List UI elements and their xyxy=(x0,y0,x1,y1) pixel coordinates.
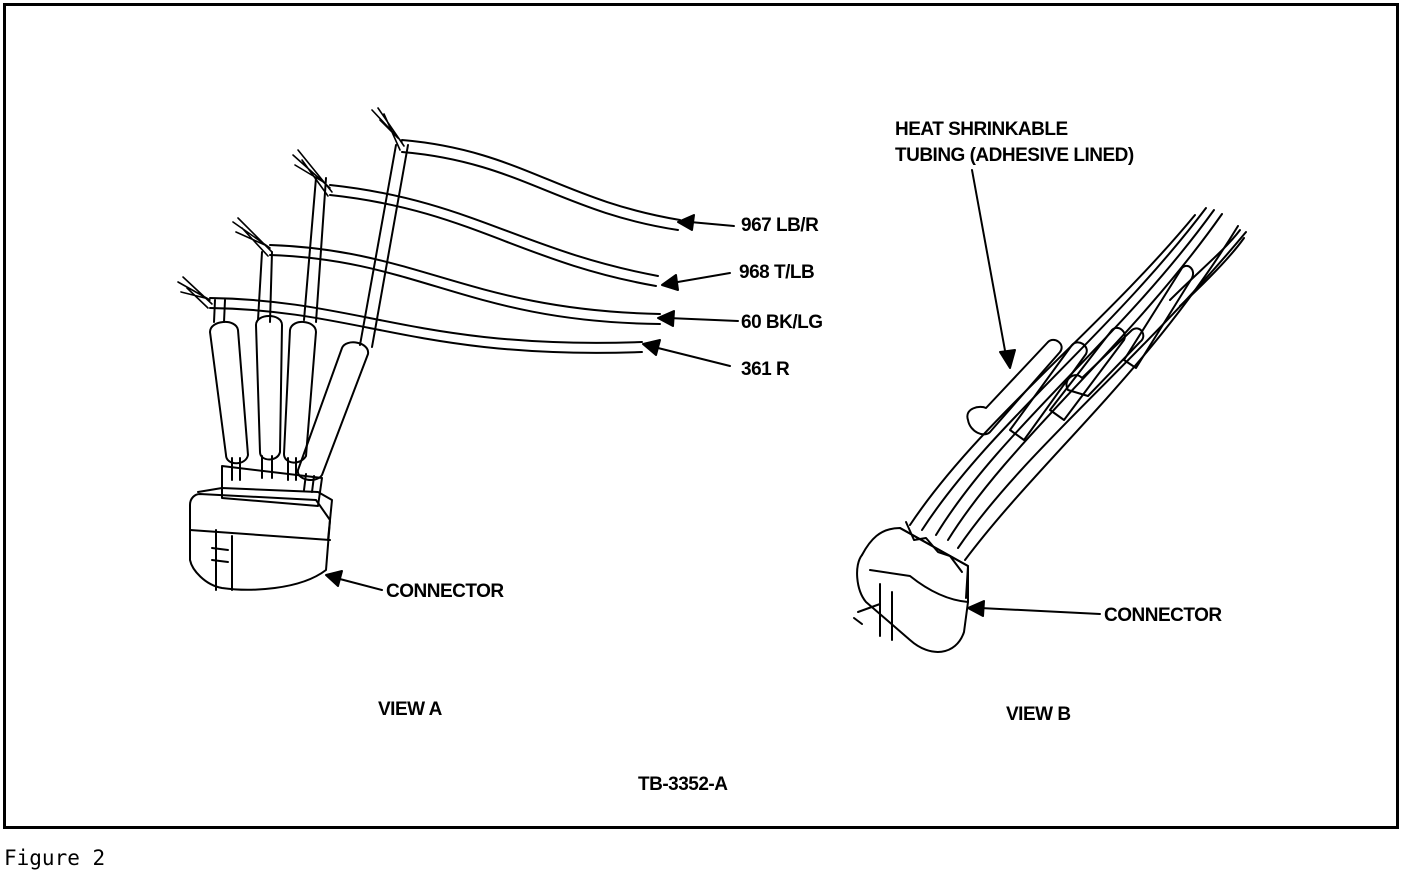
view-b-drawing xyxy=(854,208,1246,652)
label-968-t-lb: 968 T/LB xyxy=(739,262,815,283)
view-a-title: VIEW A xyxy=(378,699,442,720)
shrink-tubes-view-b xyxy=(967,266,1193,440)
label-361-r: 361 R xyxy=(741,359,790,380)
drawing-number: TB-3352-A xyxy=(638,774,728,795)
figure-caption: Figure 2 xyxy=(4,846,106,870)
view-b-leaders xyxy=(968,170,1100,616)
wire-968 xyxy=(330,185,658,286)
label-connector-view-a: CONNECTOR xyxy=(386,581,504,602)
connector-view-b xyxy=(854,522,968,652)
stripped-wire-ends xyxy=(178,108,404,308)
view-b-title: VIEW B xyxy=(1006,704,1071,725)
wire-361 xyxy=(210,298,642,353)
view-a-drawing xyxy=(178,108,680,590)
thin-wire-4 xyxy=(214,300,225,322)
label-heat-shrinkable: HEAT SHRINKABLE xyxy=(895,119,1068,140)
sleeves-view-a xyxy=(210,316,368,480)
thin-wire-3 xyxy=(258,252,272,322)
diagram-frame xyxy=(3,3,1399,829)
view-a-leaders xyxy=(326,215,738,590)
thin-wire-2 xyxy=(304,178,326,322)
wire-60 xyxy=(270,245,660,324)
label-connector-view-b: CONNECTOR xyxy=(1104,605,1222,626)
label-tubing-adhesive-lined: TUBING (ADHESIVE LINED) xyxy=(895,145,1134,166)
label-967-lb-r: 967 LB/R xyxy=(741,215,819,236)
wire-967 xyxy=(402,140,680,230)
thin-wire-1 xyxy=(360,145,408,347)
connector-view-a xyxy=(190,466,332,590)
label-60-bk-lg: 60 BK/LG xyxy=(741,312,823,333)
